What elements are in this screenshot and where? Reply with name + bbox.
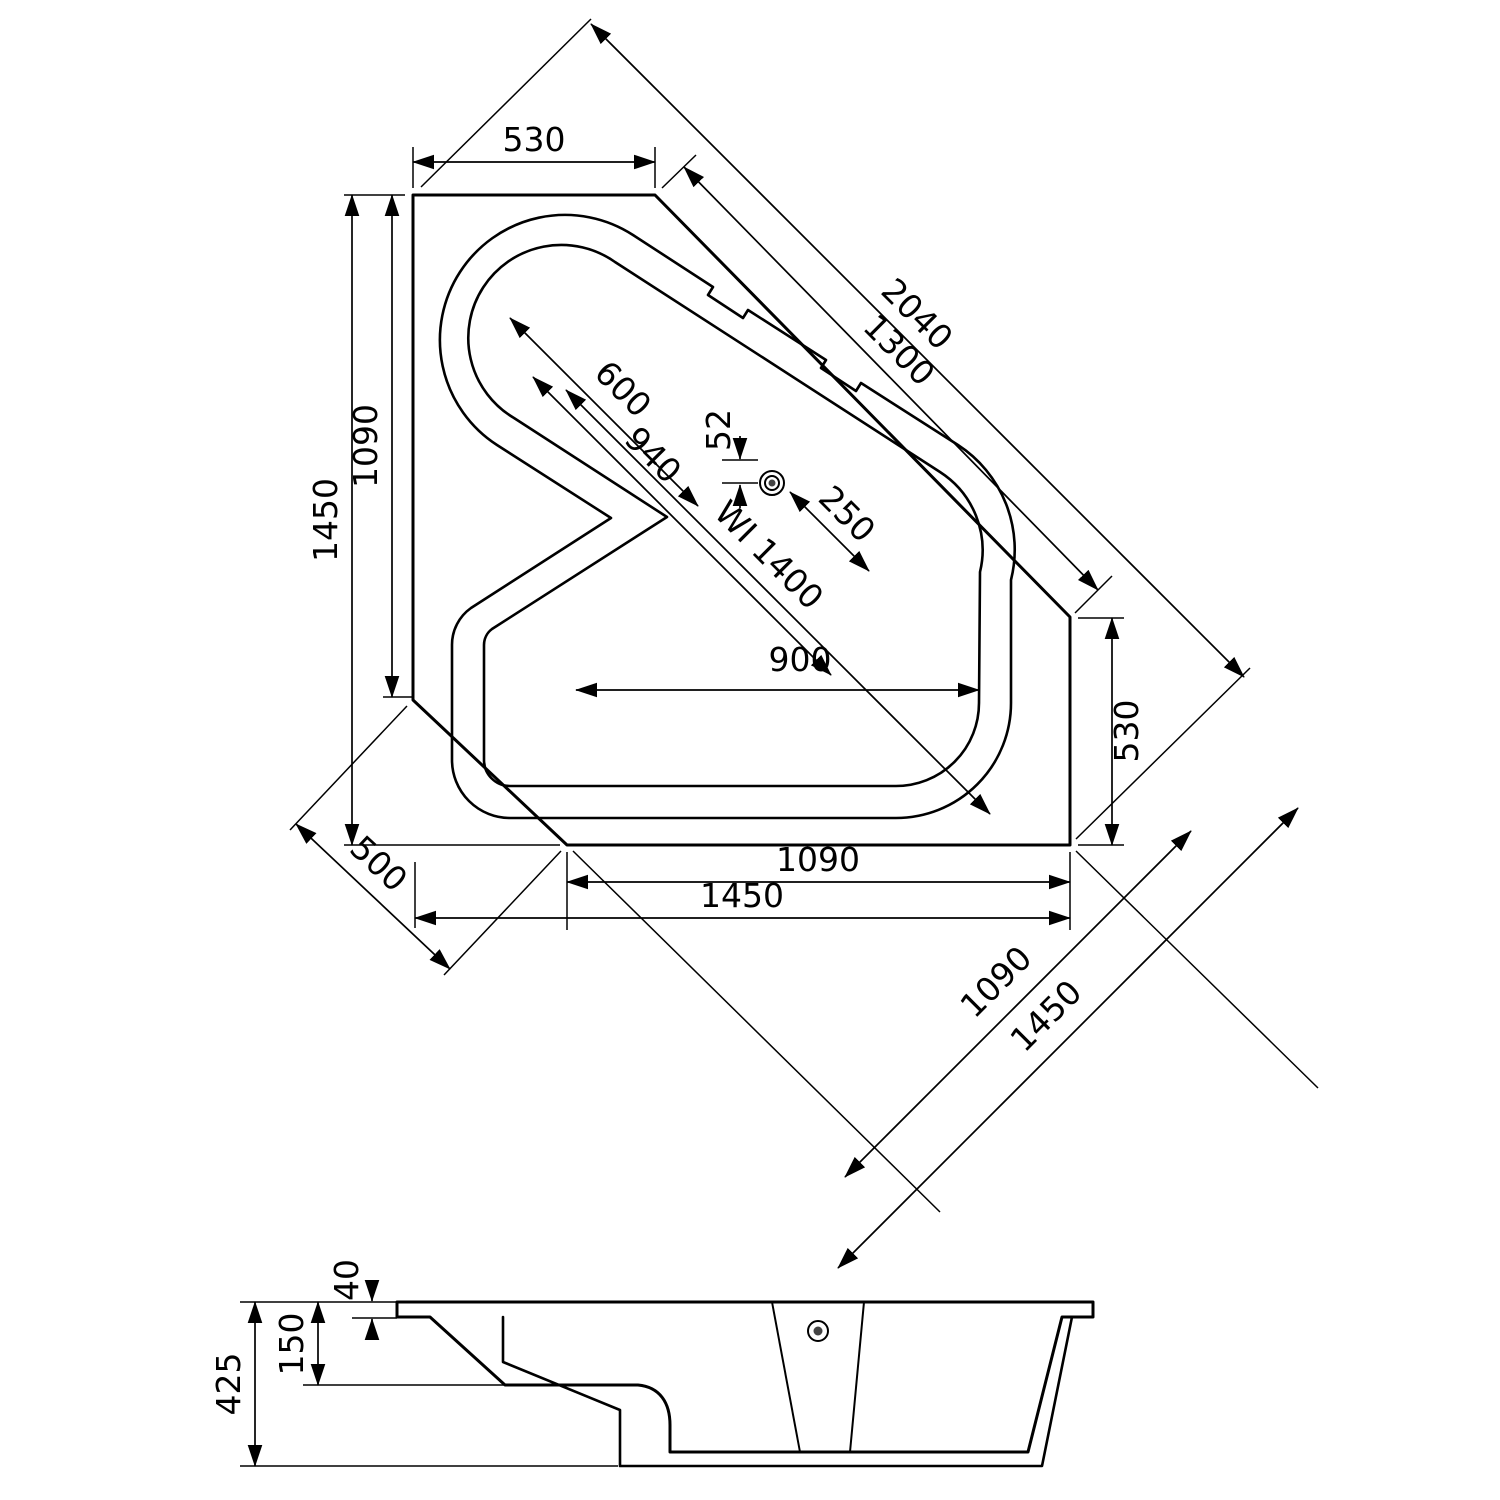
drain-section — [807, 1320, 829, 1342]
dim-label-bottom-inner: 1090 — [776, 840, 860, 879]
drain-section-center — [813, 1326, 823, 1336]
top-view: 530 2040 1300 1450 1090 600 940 WI 1400 … — [289, 18, 1319, 1269]
section-dimension-lines — [247, 1279, 380, 1467]
ext-line — [1075, 850, 1319, 1089]
drain-plan — [759, 470, 785, 496]
dim-label-right-height: 530 — [1107, 700, 1146, 763]
drain-section-ring — [807, 1320, 829, 1342]
dim-label-corner-chamfer: 500 — [343, 828, 416, 899]
ext-line — [289, 705, 408, 831]
dim-label-left-overall: 1450 — [306, 478, 345, 562]
dim-line-drain-offset — [789, 491, 870, 572]
dim-label-drain-small: 52 — [699, 409, 738, 451]
bath-section-profile — [395, 1300, 1095, 1454]
side-view: 40 150 425 — [209, 1259, 1095, 1468]
backrest-line-right — [849, 1301, 865, 1453]
dim-label-rim-to-seat: 150 — [272, 1313, 311, 1376]
dim-line-waterline — [565, 389, 991, 815]
dim-line-diag-overall — [837, 807, 1299, 1269]
plan-dimension-lines — [295, 23, 1299, 1269]
ext-line — [1074, 575, 1113, 614]
dim-label-waterline: WI 1400 — [707, 493, 831, 617]
ext-line — [1075, 667, 1251, 840]
dim-label-bottom-overall: 1450 — [700, 876, 784, 915]
dim-label-well-width-mid: 940 — [617, 419, 689, 491]
dim-line-well-width-mid — [532, 376, 832, 676]
bath-section-outlines — [395, 1300, 1095, 1468]
dim-label-well-width-foot: 900 — [769, 640, 832, 679]
dim-line-diag-inner — [844, 830, 1192, 1178]
backrest-line-left — [771, 1301, 801, 1453]
dim-label-rim-thickness: 40 — [327, 1259, 366, 1301]
dim-line-front-edge — [683, 166, 1099, 591]
ext-line — [443, 850, 562, 976]
dim-label-left-inner: 1090 — [346, 404, 385, 488]
bath-section-shell — [501, 1315, 1074, 1468]
dim-label-well-width-head: 600 — [587, 353, 659, 425]
dim-label-drain-offset: 250 — [811, 478, 883, 550]
dim-label-total-height: 425 — [209, 1353, 248, 1416]
dim-label-top-width: 530 — [503, 120, 566, 159]
drain-center — [768, 479, 776, 487]
dim-line-corner-chamfer — [295, 823, 451, 970]
section-dimension-labels: 40 150 425 — [209, 1259, 366, 1416]
ext-line — [661, 154, 697, 189]
